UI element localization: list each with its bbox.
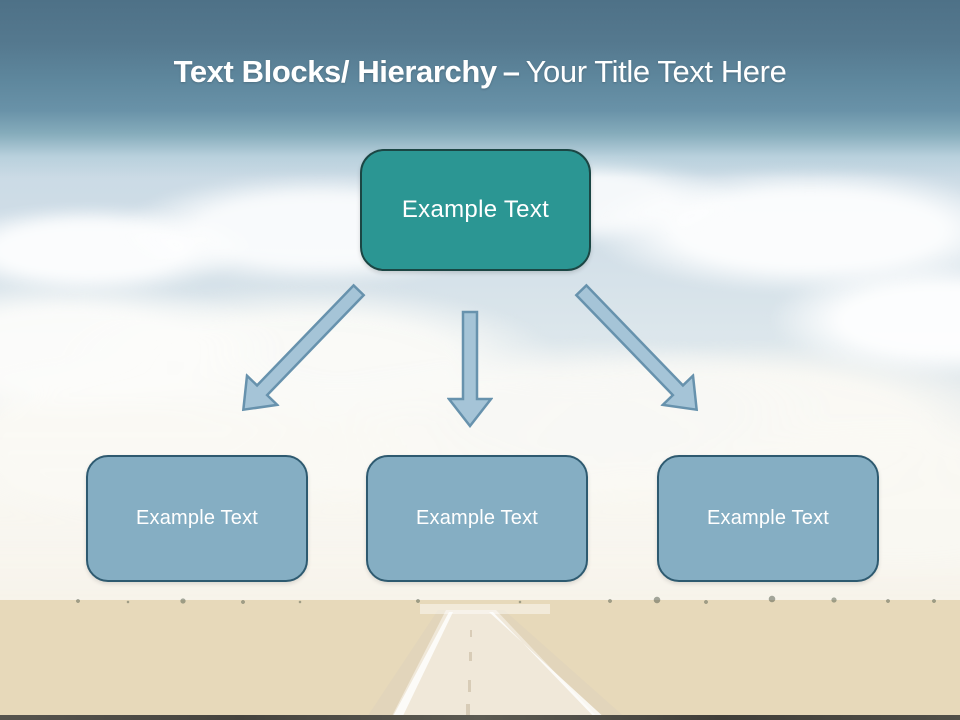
child-node-box-2: Example Text	[366, 455, 588, 582]
slide-title-bold: Text Blocks/ Hierarchy	[173, 54, 498, 89]
background-horizon-treeline	[0, 592, 960, 608]
child-node-label-3: Example Text	[706, 507, 830, 529]
child-node-box-3: Example Text	[657, 455, 879, 582]
slide-title-regular: Your Title Text Here	[525, 54, 787, 89]
root-node-label: Example Text	[401, 196, 550, 223]
background-bottom-strip	[0, 715, 960, 720]
background-road	[365, 604, 628, 720]
child-node-box-1: Example Text	[86, 455, 308, 582]
header-band	[0, 0, 960, 178]
child-node-label-1: Example Text	[135, 507, 259, 529]
slide-title-dash: –	[502, 54, 520, 89]
root-node-box: Example Text	[360, 149, 591, 271]
down-arrow-icon	[447, 310, 493, 428]
child-node-label-2: Example Text	[415, 507, 539, 529]
down-right-arrow-icon	[574, 283, 699, 412]
slide-title: Text Blocks/ Hierarchy–Your Title Text H…	[0, 54, 960, 90]
down-left-arrow-icon	[241, 283, 366, 412]
